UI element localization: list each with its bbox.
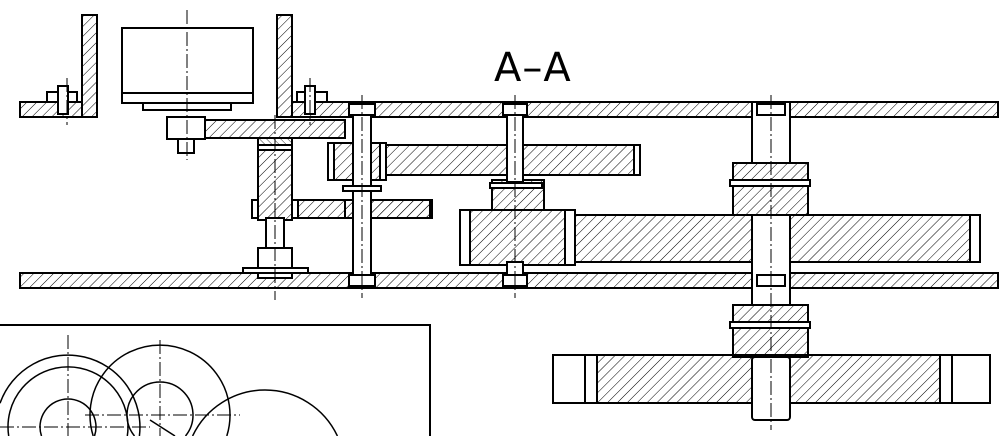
gear-circle-mid-hub — [126, 381, 194, 436]
section-label: A–A — [494, 45, 572, 91]
top-plate-left — [19, 101, 83, 118]
housing-wall-right — [276, 14, 293, 118]
gear-circle-large-outer — [0, 354, 141, 436]
motor-clamp — [166, 116, 206, 140]
housing-wall-left — [81, 14, 98, 118]
gear-circle-right — [191, 389, 339, 436]
gear-circle-large-hub — [39, 398, 97, 436]
gear-top-view — [0, 344, 339, 436]
top-plate — [291, 101, 999, 118]
center-lines — [0, 10, 772, 436]
gear-view-frame — [0, 324, 431, 436]
shaft3-gear — [459, 209, 576, 266]
